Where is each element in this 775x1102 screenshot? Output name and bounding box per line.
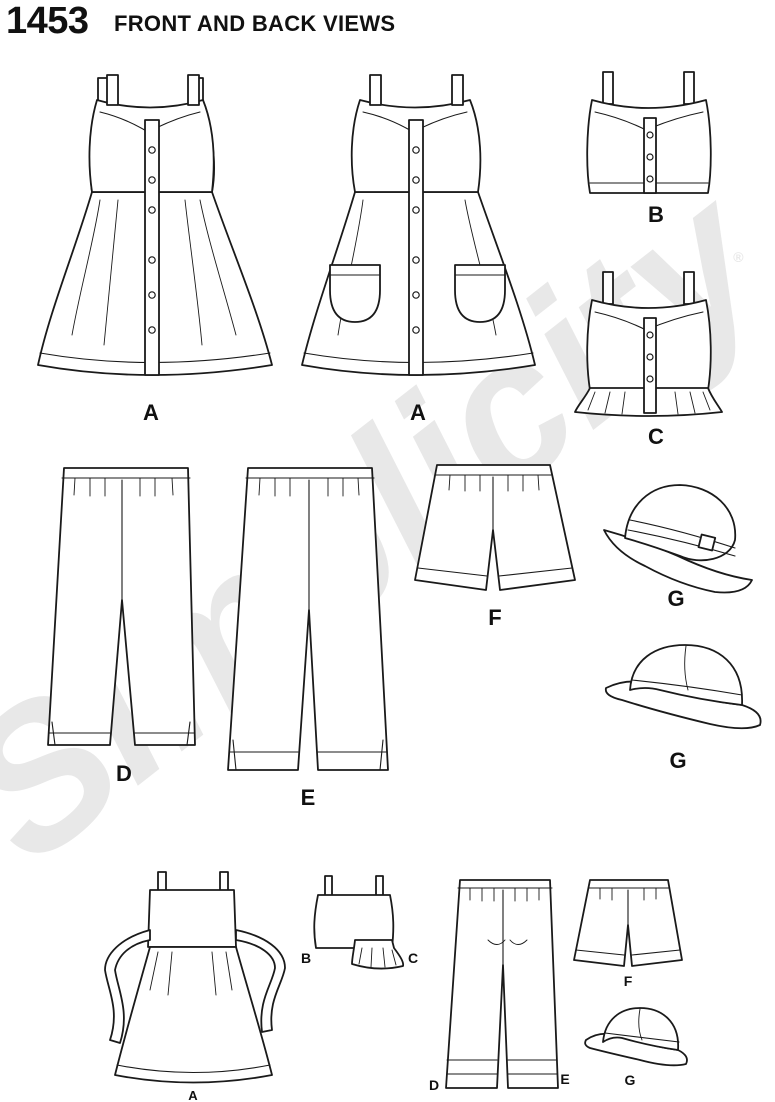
top-c-placket: [643, 317, 657, 414]
label-top-c: C: [648, 424, 664, 449]
small-dress-a: [104, 871, 286, 1084]
pants-e-vents: [232, 739, 384, 771]
small-dress-a-sash-right: [235, 929, 286, 1033]
label-pants-e: E: [301, 785, 316, 810]
dress-a-front-strap-right: [187, 74, 200, 106]
label-small-pants-d: D: [429, 1077, 439, 1093]
small-shorts-f: [573, 879, 683, 967]
hat-g-2-band: [631, 679, 743, 696]
label-small-shorts-f: F: [624, 973, 633, 989]
label-hat-g-1: G: [667, 586, 684, 611]
dress-a-front: [37, 74, 273, 376]
hat-g-2-crown-seam: [684, 645, 689, 691]
dress-a-back: [301, 74, 536, 376]
page-title: FRONT AND BACK VIEWS: [114, 11, 396, 36]
pants-e: [227, 467, 389, 771]
label-small-hat-g: G: [625, 1072, 636, 1088]
pants-d: [47, 467, 196, 746]
small-dress-a-gathers: [149, 951, 233, 996]
label-small-top-b: B: [301, 950, 311, 966]
hat-g-1-band-top: [629, 519, 736, 549]
dress-a-back-pocket-right: [454, 264, 506, 323]
top-b-strap-right: [683, 71, 695, 105]
hat-g-1: [603, 484, 753, 594]
pants-e-gathers: [258, 477, 360, 497]
small-pants-gathers: [469, 887, 540, 902]
top-c-buttons: [646, 331, 654, 383]
small-top-ruffle: [351, 939, 405, 970]
small-shorts-cuff: [575, 949, 681, 956]
small-hat-band: [604, 1032, 680, 1043]
shorts-f: [414, 464, 576, 591]
dress-a-front-gathers: [71, 199, 237, 346]
view-labels: A A B C D E F G G A B C D E F G: [116, 202, 687, 1102]
dress-a-front-strap-left: [106, 74, 119, 106]
small-dress-a-skirt: [114, 946, 273, 1084]
top-b-strap-left: [602, 71, 614, 105]
label-dress-a-front: A: [143, 400, 159, 425]
top-b: [586, 71, 712, 194]
small-dress-a-hem: [116, 1064, 271, 1074]
pants-d-body: [47, 467, 196, 746]
label-shorts-f: F: [488, 605, 501, 630]
top-b-buttons: [646, 131, 654, 183]
small-hat-g: [584, 1007, 688, 1067]
hat-g-2: [604, 644, 762, 730]
dress-a-back-buttons: [412, 146, 420, 334]
shorts-f-body: [414, 464, 576, 591]
top-c: [574, 271, 723, 417]
small-pants-de: [445, 879, 559, 1089]
small-pants-body: [445, 879, 559, 1089]
label-small-pants-e: E: [560, 1071, 569, 1087]
top-c-strap-right: [683, 271, 695, 305]
small-top-ruffle-gathers: [358, 947, 397, 968]
small-hat-crown-seam: [638, 1008, 643, 1041]
label-hat-g-2: G: [669, 748, 686, 773]
label-dress-a-back: A: [410, 400, 426, 425]
pants-e-body: [227, 467, 389, 771]
dress-a-back-pocket-left: [329, 264, 381, 323]
pants-d-vents: [51, 721, 191, 746]
top-c-strap-left: [602, 271, 614, 305]
small-dress-a-sash-left: [104, 929, 151, 1044]
dress-a-back-placket: [408, 119, 424, 376]
small-top-strap-right: [375, 875, 384, 897]
small-top-bc: [313, 875, 405, 970]
dress-a-front-buttons: [148, 146, 156, 334]
small-top-strap-left: [324, 875, 333, 897]
small-dress-a-bodice: [147, 889, 237, 948]
label-small-dress-a: A: [188, 1088, 198, 1102]
top-c-ruffle-gathers: [587, 391, 711, 415]
shorts-f-gathers: [448, 474, 540, 492]
pants-d-gathers: [73, 477, 174, 497]
dress-a-front-placket: [144, 119, 160, 376]
small-shorts-gathers: [599, 887, 657, 901]
label-pants-d: D: [116, 761, 132, 786]
small-pants-back-darts: [487, 939, 528, 945]
watermark-registered-mark: ®: [733, 249, 744, 265]
pattern-number: 1453: [6, 0, 89, 42]
dress-a-back-strap-left: [369, 74, 382, 106]
dress-a-back-strap-right: [451, 74, 464, 106]
hat-g-1-buckle: [697, 533, 717, 552]
label-top-b: B: [648, 202, 664, 227]
label-small-top-c: C: [408, 950, 418, 966]
hat-g-1-band-bottom: [627, 529, 736, 557]
shorts-f-cuff: [417, 567, 573, 577]
